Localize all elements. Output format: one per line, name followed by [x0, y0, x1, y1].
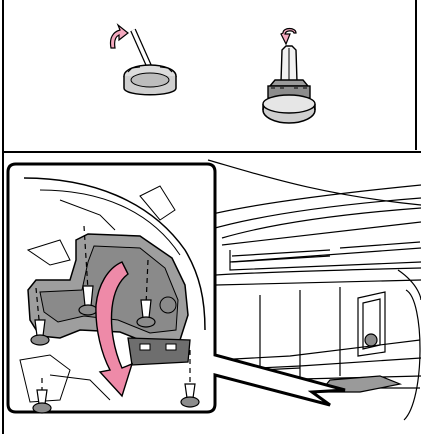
push-clip-icon	[124, 65, 176, 95]
curved-arrow-icon	[110, 25, 128, 48]
clip-pry-illustration	[110, 25, 176, 95]
clip-push-illustration	[263, 29, 315, 124]
clip-removal-steps	[110, 25, 315, 123]
down-arrow-icon	[281, 29, 296, 45]
under-cover-removal	[8, 160, 421, 420]
push-clip-icon	[263, 46, 315, 123]
